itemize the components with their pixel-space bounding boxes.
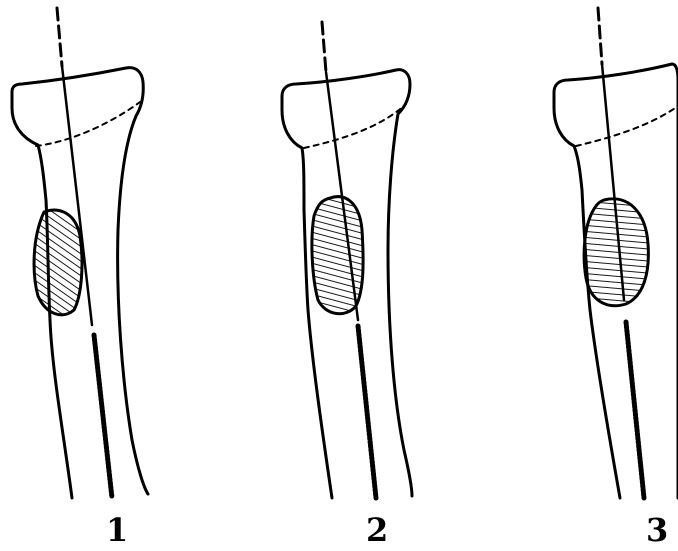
axis-stippled-1 <box>94 335 112 498</box>
epiphyseal-line-2 <box>304 104 406 148</box>
bone-panel-1 <box>12 8 148 498</box>
axis-dashed-3 <box>598 8 602 64</box>
panel-label-2: 2 <box>366 512 388 548</box>
epiphyseal-line-1 <box>36 102 140 146</box>
lesion-2 <box>312 197 363 314</box>
panel-label-1: 1 <box>106 512 128 548</box>
bone-panel-3 <box>554 8 678 498</box>
axis-stippled-3 <box>626 322 644 498</box>
axis-dashed-2 <box>322 22 326 72</box>
lesion-1 <box>34 210 82 315</box>
axis-dashed-1 <box>57 8 62 66</box>
epiphyseal-line-3 <box>576 106 678 146</box>
axis-stippled-2 <box>358 326 376 498</box>
panel-label-3: 3 <box>646 512 668 548</box>
lesion-3 <box>584 199 648 306</box>
bone-panel-2 <box>282 22 412 498</box>
